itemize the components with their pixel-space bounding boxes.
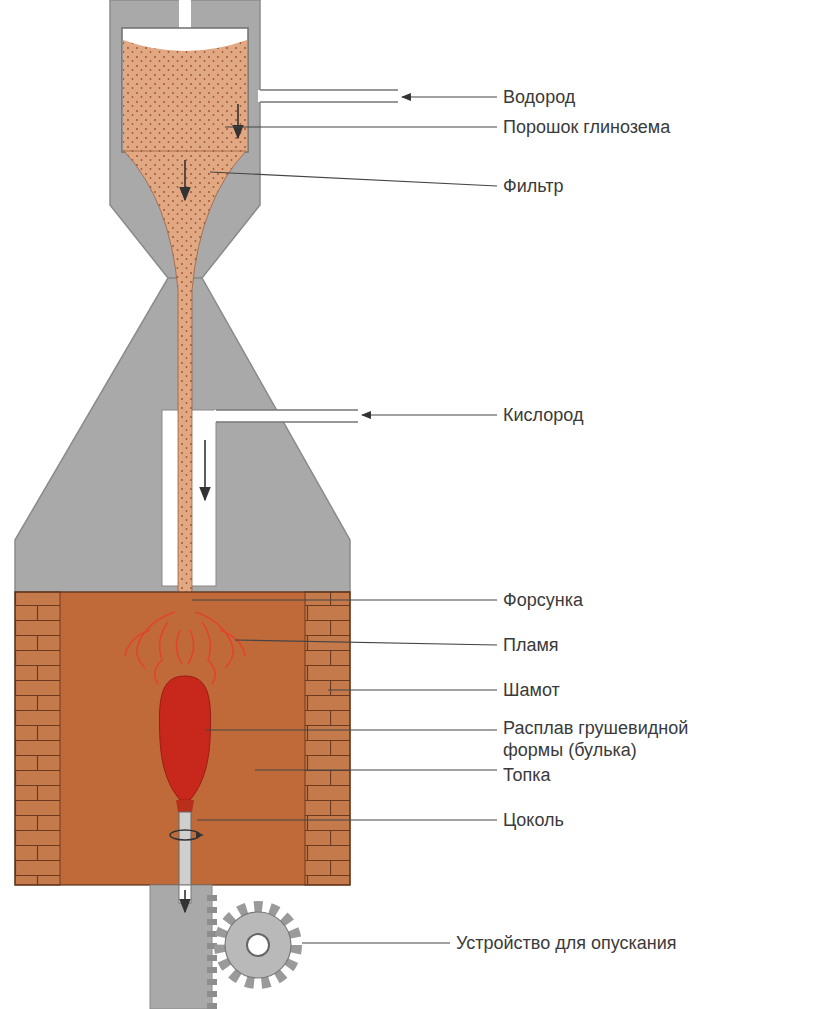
- lowering-rack: [150, 885, 212, 1009]
- alumina-powder: [123, 40, 247, 151]
- part-label: Пламя: [503, 634, 559, 656]
- part-label: Водород: [503, 86, 575, 108]
- flame: [125, 612, 245, 684]
- part-label: Кислород: [503, 404, 583, 426]
- part-label: Топка: [503, 764, 551, 786]
- down-arrow: [184, 890, 186, 912]
- part-label: Расплав грушевидной формы (булька): [503, 717, 718, 761]
- flow-arrow: [237, 104, 239, 138]
- pedestal-rod: [179, 812, 191, 887]
- gear: [225, 912, 291, 978]
- top-slit: [179, 0, 191, 30]
- rotation-arrow: [196, 832, 204, 838]
- part-label: Форсунка: [503, 589, 583, 611]
- part-label: Цоколь: [503, 809, 564, 831]
- part-label: Шамот: [503, 679, 560, 701]
- boule-neck: [176, 800, 194, 812]
- hopper-cavity: [122, 28, 248, 152]
- part-label: Порошок глинозема: [503, 116, 670, 138]
- flow-arrow: [184, 160, 186, 200]
- chamotte-wall: [15, 592, 60, 885]
- chamotte-wall: [305, 592, 350, 885]
- boule-melt: [159, 676, 210, 800]
- oxygen-pipe: [214, 410, 358, 422]
- gear-teeth: [220, 907, 296, 983]
- part-label: Фильтр: [503, 175, 563, 197]
- gear-hub: [247, 934, 269, 956]
- oxygen-pipe-walls: [216, 410, 358, 422]
- leader-lines: [192, 97, 497, 943]
- hydrogen-pipe: [258, 90, 398, 102]
- flow-arrow: [204, 440, 206, 500]
- pedestal-ring: [170, 830, 200, 840]
- part-label: Устройство для опускания: [456, 932, 677, 954]
- powder-stream: [124, 151, 246, 606]
- hydrogen-pipe-walls: [260, 90, 398, 102]
